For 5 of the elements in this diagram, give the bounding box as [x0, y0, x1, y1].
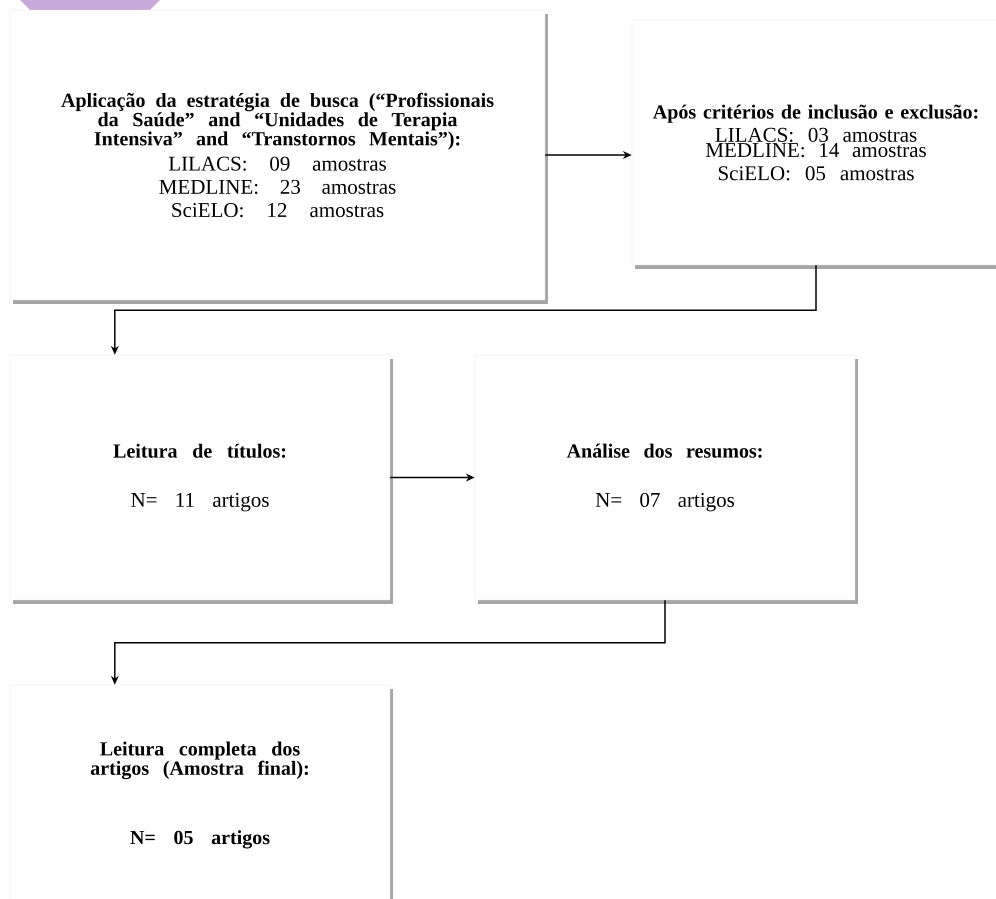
process-box: Aplicação da estratégia de busca (“Profissionais da Saúde” and “Unidades de Terapia Intensiva” and “Transtornos Mentais”): LILACS: 09 amostras MEDLINE: 23 amostras SciELO: 12 amostras — [10, 10, 548, 304]
process-box: Leitura de títulos: N= 11 artigos — [10, 354, 393, 604]
process-box: Após critérios de inclusão e exclusão: LILACS: 03 amostras MEDLINE: 14 amostras SciELO: 05 amostras — [632, 20, 996, 269]
process-box: Análise dos resumos: N= 07 artigos — [474, 354, 858, 604]
process-box: Leitura completa dos artigos (Amostra final): N= 05 artigos — [10, 684, 393, 899]
